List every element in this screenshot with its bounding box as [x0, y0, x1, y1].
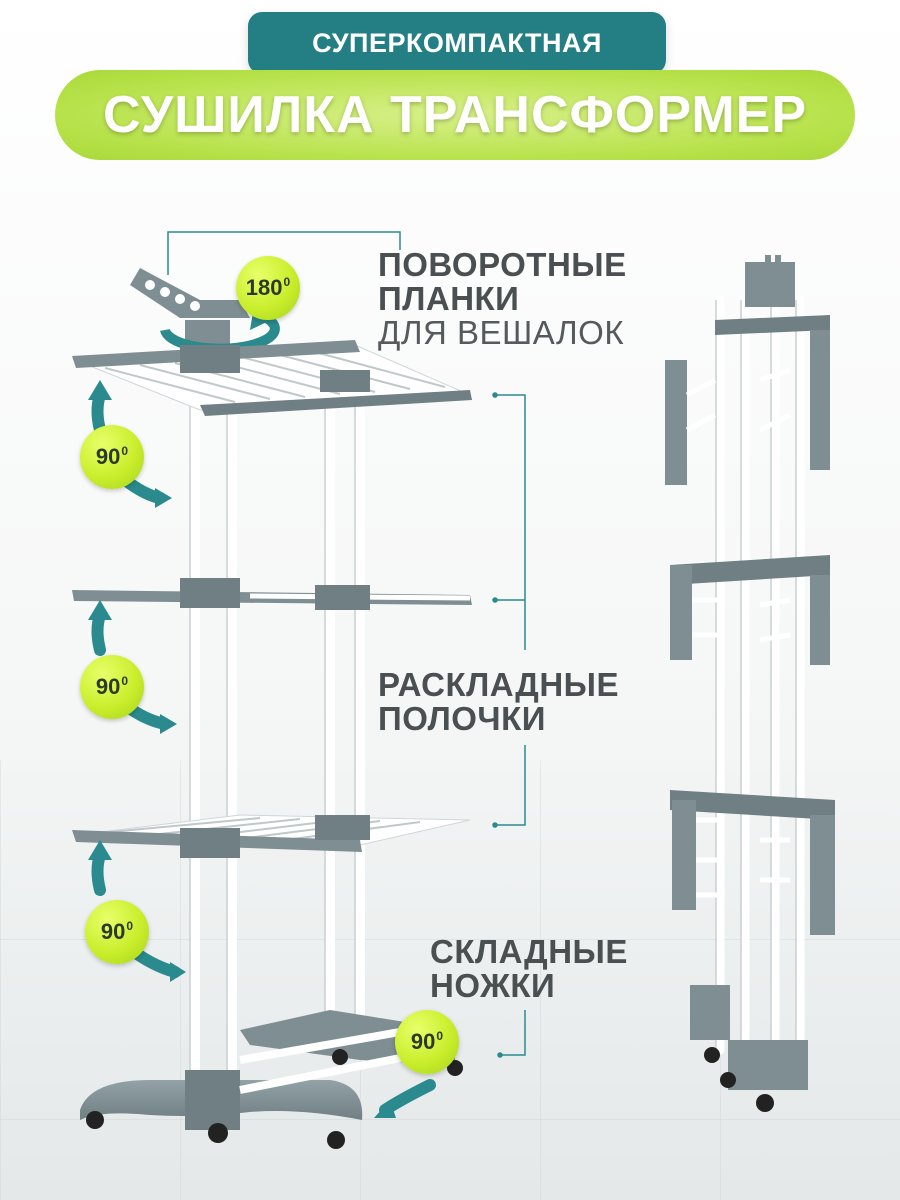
- fold-arrows: [91, 389, 436, 1116]
- fold-angle-value: 90: [95, 674, 121, 699]
- fold-angle-value: 90: [410, 1029, 436, 1054]
- degree-mark: 0: [121, 674, 129, 688]
- rotate-angle-value: 180: [245, 275, 283, 300]
- callout-rotating-bars: ПОВОРОТНЫЕ ПЛАНКИ ДЛЯ ВЕШАЛОК: [378, 248, 627, 350]
- header-badge: СУПЕРКОМПАКТНАЯ: [248, 12, 666, 74]
- dryer-unfolded: [72, 268, 472, 1149]
- callout-rotating-line1: ПОВОРОТНЫЕ: [378, 246, 627, 283]
- callout-shelves-line1: РАСКЛАДНЫЕ: [378, 666, 619, 703]
- callout-legs-line2: НОЖКИ: [430, 967, 556, 1004]
- callout-rotating-line2: ПЛАНКИ: [378, 280, 520, 317]
- fold-angle-value: 90: [95, 444, 121, 469]
- callout-lines: [167, 231, 526, 1058]
- callout-folding-shelves: РАСКЛАДНЫЕ ПОЛОЧКИ: [378, 668, 619, 736]
- degree-mark: 0: [121, 444, 129, 458]
- callout-folding-legs: СКЛАДНЫЕ НОЖКИ: [430, 935, 628, 1003]
- callout-shelves-line2: ПОЛОЧКИ: [378, 700, 546, 737]
- fold-angle-value: 90: [100, 919, 126, 944]
- degree-mark: 0: [283, 275, 291, 289]
- page-title: СУШИЛКА ТРАНСФОРМЕР: [102, 86, 808, 144]
- header-badge-text: СУПЕРКОМПАКТНАЯ: [312, 27, 602, 58]
- degree-mark: 0: [126, 919, 134, 933]
- callout-rotating-line3: ДЛЯ ВЕШАЛОК: [378, 314, 625, 351]
- dryer-folded: [665, 255, 835, 1112]
- degree-mark: 0: [436, 1029, 444, 1043]
- title-banner: СУШИЛКА ТРАНСФОРМЕР: [55, 70, 855, 160]
- callout-legs-line1: СКЛАДНЫЕ: [430, 933, 628, 970]
